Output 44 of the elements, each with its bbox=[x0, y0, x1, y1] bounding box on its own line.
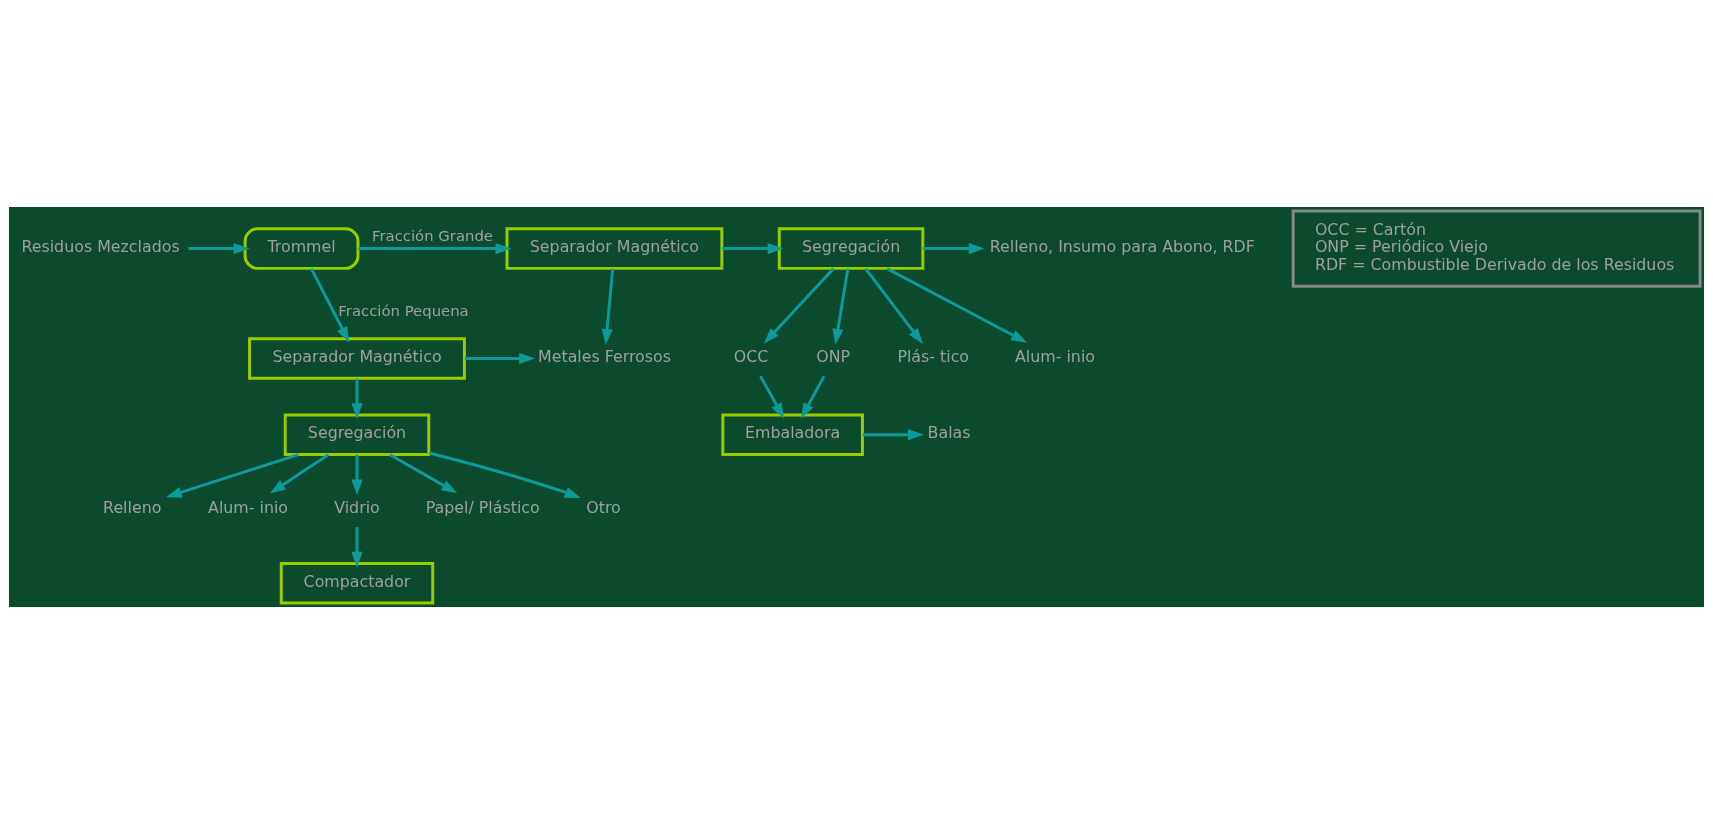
arrow bbox=[800, 375, 826, 419]
arrow bbox=[832, 268, 850, 345]
node-box: Trommel bbox=[243, 227, 360, 270]
arrow bbox=[464, 352, 536, 365]
node-text: Alum- inio bbox=[1015, 347, 1095, 367]
node-text: Metales Ferrosos bbox=[538, 347, 671, 367]
node-box: OCC = Cartón ONP = Periódico Viejo RDF = Combustible Derivado de los Residuos bbox=[1291, 209, 1702, 288]
node-text: ONP bbox=[816, 347, 851, 367]
arrow bbox=[886, 267, 1028, 343]
node-box: Separador Magnético bbox=[248, 337, 466, 380]
arrow bbox=[188, 243, 250, 255]
arrow bbox=[864, 267, 923, 344]
arrow bbox=[389, 453, 458, 494]
node-box: Segregación bbox=[283, 413, 431, 456]
arrow bbox=[351, 527, 363, 568]
arrow bbox=[351, 378, 363, 420]
arrow bbox=[165, 453, 299, 498]
node-text: Relleno bbox=[103, 497, 162, 517]
edge-label: Fracción Grande bbox=[372, 226, 493, 245]
node-text: Vidrio bbox=[334, 497, 380, 517]
arrow bbox=[310, 267, 350, 343]
edge-label: Fracción Pequena bbox=[338, 301, 469, 320]
node-box: Separador Magnético bbox=[505, 227, 724, 270]
node-text: Balas bbox=[927, 423, 971, 443]
arrow bbox=[722, 243, 784, 255]
arrow bbox=[759, 375, 785, 419]
arrow bbox=[428, 451, 581, 499]
arrow bbox=[358, 243, 512, 255]
node-text: Plás- tico bbox=[897, 347, 970, 367]
node-text: Otro bbox=[586, 497, 621, 517]
arrow bbox=[763, 267, 835, 344]
node-text: Papel/ Plástico bbox=[425, 497, 540, 517]
node-box: Compactador bbox=[279, 561, 435, 605]
node-box: Embaladora bbox=[721, 413, 864, 456]
arrow bbox=[601, 268, 615, 345]
node-text: OCC bbox=[733, 347, 769, 367]
node-box: Segregación bbox=[777, 227, 925, 270]
node-text: Relleno, Insumo para Abono, RDF bbox=[989, 237, 1255, 257]
arrow bbox=[269, 453, 330, 494]
node-text: Alum- inio bbox=[208, 497, 289, 517]
arrow bbox=[922, 243, 985, 255]
node-text: Residuos Mezclados bbox=[21, 237, 180, 257]
arrow bbox=[862, 429, 924, 441]
arrow bbox=[351, 454, 363, 496]
